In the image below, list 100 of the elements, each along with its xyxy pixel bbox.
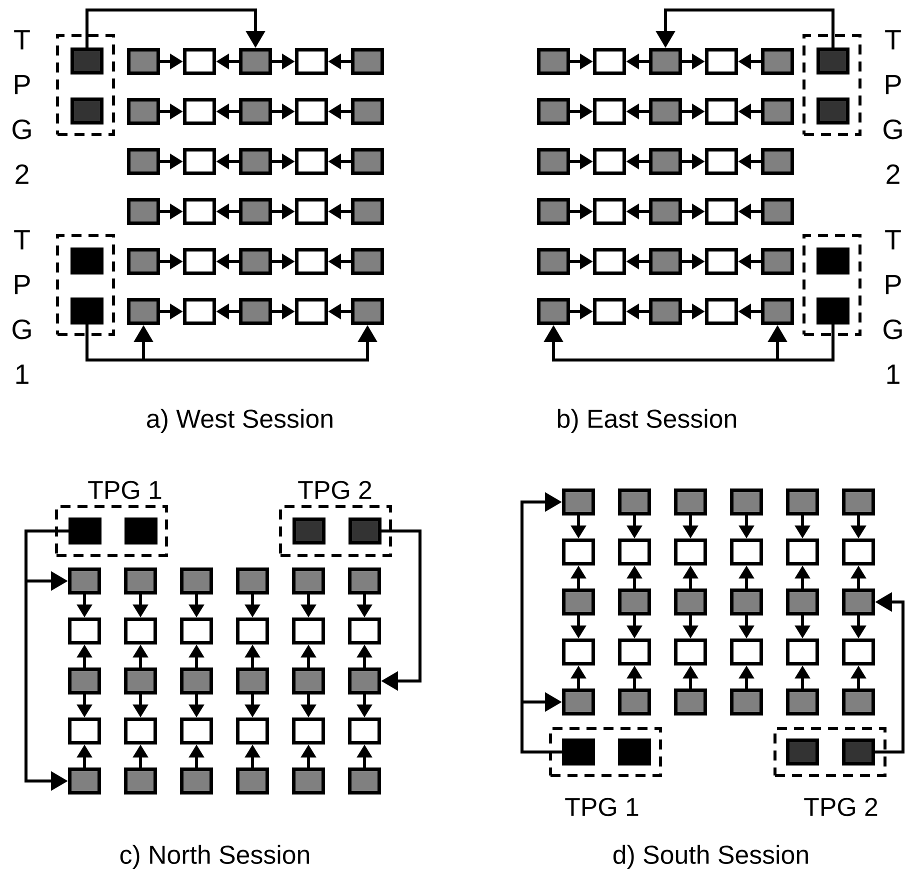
square-box bbox=[236, 618, 269, 644]
square-box bbox=[730, 688, 763, 716]
square-box bbox=[761, 148, 794, 175]
square-box bbox=[593, 48, 626, 75]
square-box bbox=[649, 98, 682, 125]
dashed-group: T P G 1 bbox=[802, 230, 902, 384]
square-box bbox=[183, 298, 216, 325]
square-box bbox=[593, 148, 626, 175]
square-box bbox=[705, 148, 738, 175]
node-label: TPG 2 bbox=[298, 480, 372, 500]
square-box bbox=[674, 588, 707, 616]
square-box bbox=[761, 48, 794, 75]
square-box bbox=[351, 298, 384, 325]
square-box bbox=[236, 718, 269, 744]
node-label: T P G 2 bbox=[884, 30, 902, 184]
square-box bbox=[649, 198, 682, 225]
node-label: TPG 1 bbox=[88, 480, 162, 500]
square-box bbox=[649, 148, 682, 175]
square-box bbox=[70, 48, 104, 74]
square-box bbox=[183, 98, 216, 125]
square-box bbox=[786, 688, 819, 716]
square-box bbox=[348, 768, 381, 794]
square-box bbox=[124, 668, 157, 694]
square-box bbox=[239, 48, 272, 75]
square-box bbox=[295, 298, 328, 325]
arrow bbox=[520, 692, 562, 754]
square-box bbox=[842, 638, 875, 666]
square-box bbox=[127, 148, 160, 175]
square-box bbox=[842, 738, 875, 766]
node-label: TPG 2 bbox=[804, 798, 878, 816]
square-box bbox=[236, 668, 269, 694]
panel-caption: c) North Session bbox=[120, 844, 309, 870]
square-box bbox=[705, 248, 738, 275]
square-box bbox=[562, 588, 595, 616]
square-box bbox=[292, 768, 325, 794]
square-box bbox=[70, 298, 104, 324]
square-box bbox=[236, 568, 269, 594]
square-box bbox=[295, 48, 328, 75]
square-box bbox=[239, 298, 272, 325]
square-box bbox=[180, 568, 213, 594]
square-box bbox=[127, 48, 160, 75]
square-box bbox=[842, 688, 875, 716]
square-box bbox=[562, 638, 595, 666]
square-box bbox=[180, 618, 213, 644]
square-box bbox=[730, 638, 763, 666]
square-box bbox=[183, 48, 216, 75]
square-box bbox=[351, 148, 384, 175]
square-box bbox=[674, 488, 707, 516]
square-box bbox=[292, 668, 325, 694]
square-box bbox=[562, 738, 595, 766]
square-box bbox=[842, 588, 875, 616]
square-box bbox=[593, 98, 626, 125]
square-box bbox=[68, 618, 101, 644]
dashed-group: TPG 1 bbox=[55, 480, 168, 557]
square-box bbox=[705, 298, 738, 325]
square-box bbox=[786, 638, 819, 666]
square-box bbox=[295, 198, 328, 225]
square-box bbox=[562, 688, 595, 716]
square-box bbox=[593, 298, 626, 325]
square-box bbox=[295, 148, 328, 175]
square-box bbox=[618, 638, 651, 666]
square-box bbox=[786, 538, 819, 566]
square-box bbox=[295, 248, 328, 275]
square-box bbox=[537, 198, 570, 225]
square-box bbox=[292, 618, 325, 644]
square-box bbox=[618, 488, 651, 516]
square-box bbox=[239, 98, 272, 125]
square-box bbox=[348, 668, 381, 694]
square-box bbox=[816, 298, 850, 324]
square-box bbox=[618, 588, 651, 616]
dashed-group: TPG 2 bbox=[279, 480, 392, 557]
square-box bbox=[649, 298, 682, 325]
dashed-group: TPG 2 bbox=[774, 727, 886, 816]
square-box bbox=[180, 768, 213, 794]
square-box bbox=[537, 48, 570, 75]
square-box bbox=[786, 738, 819, 766]
panel-caption: a) West Session bbox=[147, 408, 332, 434]
square-box bbox=[183, 148, 216, 175]
square-box bbox=[127, 248, 160, 275]
square-box bbox=[68, 568, 101, 594]
node-label: T P G 2 bbox=[12, 30, 31, 184]
square-box bbox=[705, 98, 738, 125]
square-box bbox=[842, 538, 875, 566]
square-box bbox=[786, 588, 819, 616]
square-box bbox=[124, 718, 157, 744]
square-box bbox=[70, 248, 104, 274]
square-box bbox=[127, 198, 160, 225]
square-box bbox=[674, 538, 707, 566]
square-box bbox=[68, 518, 102, 544]
square-box bbox=[674, 638, 707, 666]
square-box bbox=[537, 298, 570, 325]
square-box bbox=[649, 48, 682, 75]
square-box bbox=[239, 248, 272, 275]
square-box bbox=[705, 198, 738, 225]
square-box bbox=[618, 538, 651, 566]
square-box bbox=[761, 248, 794, 275]
square-box bbox=[348, 518, 382, 544]
square-box bbox=[70, 98, 104, 124]
square-box bbox=[236, 768, 269, 794]
dashed-group: TPG 1 bbox=[549, 727, 662, 816]
